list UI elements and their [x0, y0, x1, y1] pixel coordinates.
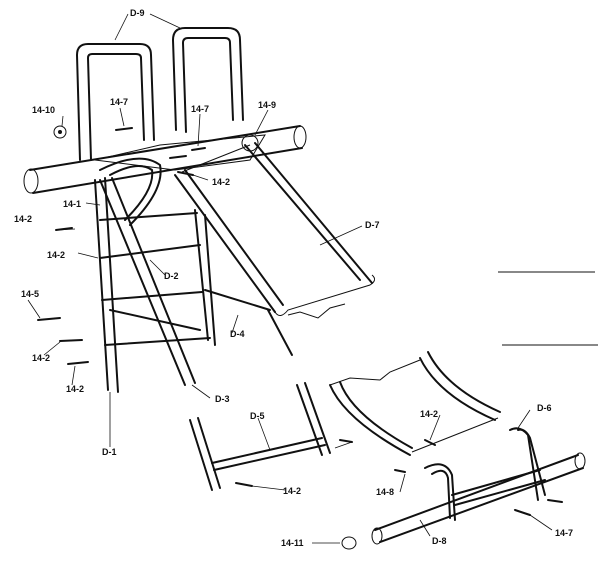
- label-14-8: 14-8: [376, 487, 394, 497]
- label-14-2-left-upper: 14-2: [14, 214, 32, 224]
- label-14-1: 14-1: [63, 199, 81, 209]
- label-14-5: 14-5: [21, 289, 39, 299]
- rocker-bar: [371, 452, 586, 545]
- ladder-brace: [99, 177, 293, 386]
- leader-lines: [27, 13, 553, 544]
- label-d-5: D-5: [250, 411, 265, 421]
- label-d-1: D-1: [102, 447, 117, 457]
- bolts: [37, 127, 563, 516]
- label-14-2-lower-slide: 14-2: [420, 409, 438, 419]
- label-d-6: D-6: [537, 403, 552, 413]
- reference-lines: [498, 271, 598, 346]
- label-14-9: 14-9: [258, 100, 276, 110]
- label-d-8: D-8: [432, 536, 447, 546]
- label-14-10: 14-10: [32, 105, 55, 115]
- label-14-2-platform: 14-2: [212, 177, 230, 187]
- bench-frame: [189, 382, 331, 491]
- top-deck: [94, 134, 266, 171]
- label-14-11: 14-11: [281, 538, 304, 548]
- label-14-2-bench: 14-2: [283, 486, 301, 496]
- handle-frame-left: [76, 43, 155, 161]
- platform-crossbar: [23, 125, 307, 194]
- label-14-7-right: 14-7: [555, 528, 573, 538]
- end-cap-14-11: [341, 536, 357, 550]
- label-14-2-left-middle: 14-2: [32, 353, 50, 363]
- label-d-2: D-2: [164, 271, 179, 281]
- handle-frame-right: [172, 27, 244, 133]
- lower-slide: [329, 351, 501, 456]
- label-14-2-ladder-side: 14-2: [47, 250, 65, 260]
- label-14-2-left-lower: 14-2: [66, 384, 84, 394]
- end-cap-14-10: [53, 125, 67, 139]
- label-d-3: D-3: [215, 394, 230, 404]
- label-d-7: D-7: [365, 220, 380, 230]
- label-14-7-top-center: 14-7: [191, 104, 209, 114]
- label-14-7-top-left: 14-7: [110, 97, 128, 107]
- label-d-9: D-9: [130, 8, 145, 18]
- slide-chute: [174, 142, 376, 319]
- ladder: [94, 177, 216, 393]
- label-d-4: D-4: [230, 329, 245, 339]
- hand-grip-arc: [99, 157, 162, 226]
